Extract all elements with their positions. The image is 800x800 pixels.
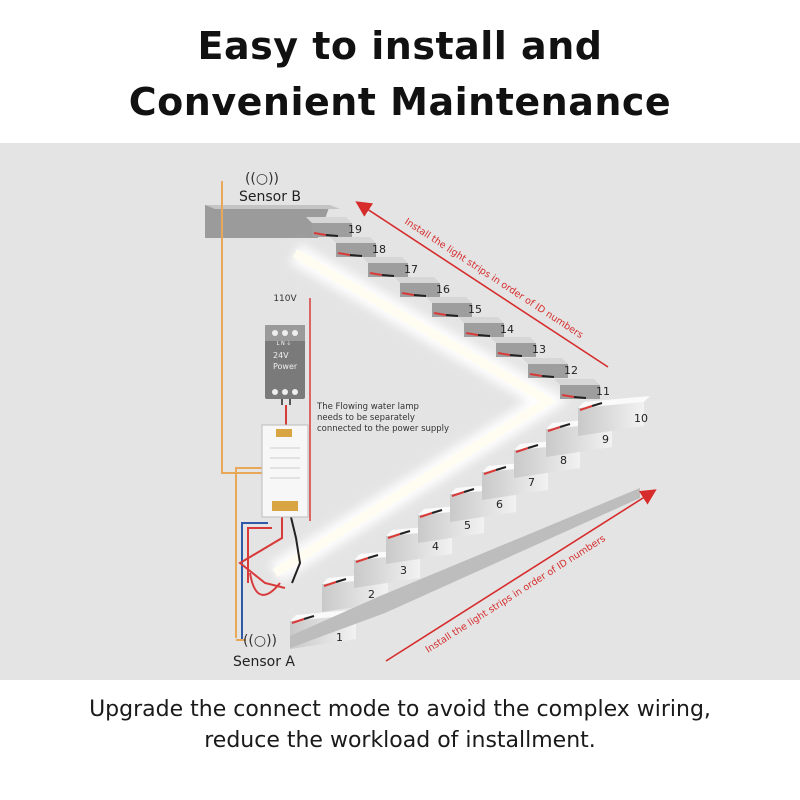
- upper-step: [490, 337, 536, 357]
- wiring: [221, 181, 311, 641]
- upper-install-arrow: Install the light strips in order of ID …: [355, 201, 609, 368]
- step-number: 10: [634, 412, 648, 425]
- power-voltage-label: 110V: [273, 294, 297, 304]
- upper-step: [522, 358, 568, 378]
- caption-line-2: reduce the workload of installment.: [204, 728, 596, 753]
- step-number: 17: [404, 263, 418, 276]
- step-number: 5: [464, 519, 471, 532]
- step-number: 4: [432, 540, 439, 553]
- upper-step: [394, 277, 440, 297]
- power-label-text: Power: [273, 362, 298, 371]
- step-number: 3: [400, 564, 407, 577]
- step-number: 11: [596, 385, 610, 398]
- step-number: 19: [348, 223, 362, 236]
- sensor-b: ((○)) Sensor B: [239, 171, 301, 205]
- caption-line-1: Upgrade the connect mode to avoid the co…: [89, 697, 711, 722]
- note-line-1: The Flowing water lamp: [316, 402, 419, 412]
- upper-step: [426, 297, 472, 317]
- upper-flight-steps: 11 12 13 14 15 16 17 18 19: [306, 217, 610, 399]
- sensor-a-label: Sensor A: [233, 654, 295, 670]
- step-number: 6: [496, 498, 503, 511]
- sensor-b-icon: ((○)): [245, 171, 279, 187]
- light-strip-glow: [269, 243, 570, 583]
- note-line-3: connected to the power supply: [317, 424, 449, 434]
- power-supply: 110V L N ⏚ 24V Power: [265, 294, 305, 399]
- title-line-1: Easy to install and: [197, 24, 603, 68]
- lower-stair-side: [290, 488, 640, 648]
- caption: Upgrade the connect mode to avoid the co…: [0, 694, 800, 756]
- sensor-b-label: Sensor B: [239, 189, 301, 205]
- step-number: 12: [564, 364, 578, 377]
- sensor-a-icon: ((○)): [243, 633, 277, 649]
- power-note: The Flowing water lamp needs to be separ…: [316, 402, 449, 434]
- step-number: 16: [436, 283, 450, 296]
- controller-box: [261, 424, 309, 518]
- upper-landing: [205, 205, 340, 238]
- step-number: 15: [468, 303, 482, 316]
- upper-step: [362, 257, 408, 277]
- lower-step: [578, 396, 650, 436]
- upper-step: [554, 379, 600, 399]
- upper-step: [306, 217, 352, 237]
- title-line-2: Convenient Maintenance: [128, 80, 672, 124]
- upper-step: [330, 237, 376, 257]
- note-line-2: needs to be separately: [317, 413, 415, 423]
- power-terminal-label: L N ⏚: [277, 340, 292, 347]
- step-number: 2: [368, 588, 375, 601]
- step-number: 18: [372, 243, 386, 256]
- upper-step: [458, 317, 504, 337]
- power-label-voltage: 24V: [273, 351, 289, 360]
- step-number: 8: [560, 454, 567, 467]
- step-number: 1: [336, 631, 343, 644]
- sensor-a: ((○)) Sensor A: [233, 633, 295, 670]
- step-number: 14: [500, 323, 514, 336]
- step-number: 9: [602, 433, 609, 446]
- step-number: 13: [532, 343, 546, 356]
- step-number: 7: [528, 476, 535, 489]
- page-title: Easy to install and Convenient Maintenan…: [0, 18, 800, 130]
